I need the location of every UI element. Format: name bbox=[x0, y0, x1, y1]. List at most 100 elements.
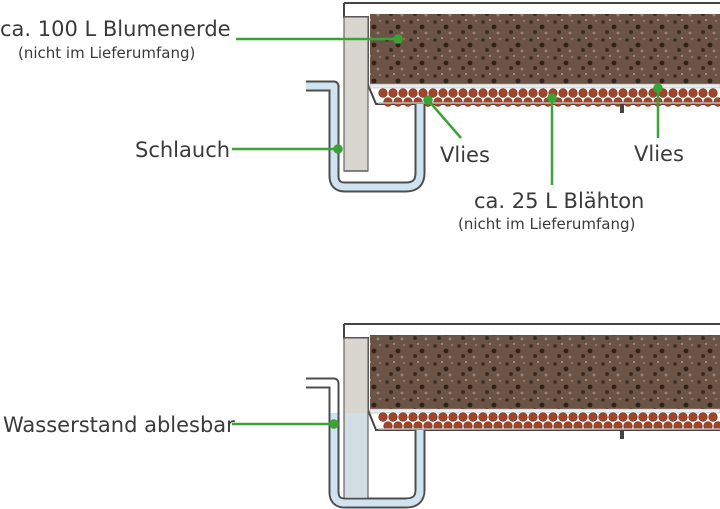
clay-note: (nicht im Lieferumfang) bbox=[458, 215, 636, 233]
clay-pebble bbox=[593, 421, 603, 431]
clay-pebble bbox=[453, 97, 463, 107]
clay-pebble bbox=[398, 88, 408, 98]
clay-pebble bbox=[488, 88, 498, 98]
clay-pebble bbox=[523, 421, 533, 431]
clay-pebble bbox=[683, 97, 693, 107]
clay-pebble bbox=[498, 412, 508, 422]
clay-pebble bbox=[488, 412, 498, 422]
clay-pebble bbox=[688, 412, 698, 422]
clay-pebble bbox=[493, 97, 503, 107]
clay-pebble bbox=[393, 421, 403, 431]
clay-pebble bbox=[448, 412, 458, 422]
drain-nub bbox=[620, 104, 624, 113]
clay-pebble bbox=[418, 88, 428, 98]
clay-pebble bbox=[378, 88, 388, 98]
clay-pebble bbox=[588, 88, 598, 98]
clay-pebble bbox=[668, 412, 678, 422]
clay-pebble bbox=[518, 88, 528, 98]
clay-pebble bbox=[493, 421, 503, 431]
clay-pebble bbox=[378, 412, 388, 422]
clay-pebble bbox=[483, 97, 493, 107]
clay-pebble bbox=[573, 97, 583, 107]
clay-pebble bbox=[563, 97, 573, 107]
clay-pebble bbox=[513, 97, 523, 107]
clay-pebble bbox=[468, 88, 478, 98]
clay-pebble bbox=[673, 421, 683, 431]
clay-pebble bbox=[693, 97, 703, 107]
clay-pebble bbox=[643, 421, 653, 431]
clay-pebble bbox=[633, 97, 643, 107]
clay-pebble bbox=[713, 421, 720, 431]
clay-pebble bbox=[713, 97, 720, 107]
clay-pebble bbox=[463, 421, 473, 431]
clay-pebble bbox=[533, 421, 543, 431]
clay-pebble bbox=[428, 88, 438, 98]
clay-pebble bbox=[483, 421, 493, 431]
fleece-layer-bottom bbox=[369, 408, 720, 414]
water-column bbox=[330, 413, 424, 507]
clay-pebble bbox=[523, 97, 533, 107]
fleece-label-right: Vlies bbox=[634, 142, 684, 166]
clay-pebble bbox=[463, 97, 473, 107]
clay-pebble bbox=[403, 97, 413, 107]
drain-nub bbox=[620, 430, 624, 439]
clay-pebble bbox=[403, 421, 413, 431]
clay-pebble bbox=[548, 412, 558, 422]
clay-pebble bbox=[473, 421, 483, 431]
clay-pebble bbox=[558, 88, 568, 98]
clay-pebble bbox=[558, 412, 568, 422]
clay-pebble bbox=[398, 412, 408, 422]
clay-pebble bbox=[578, 412, 588, 422]
clay-pebble bbox=[418, 412, 428, 422]
clay-pebble bbox=[588, 412, 598, 422]
clay-pebble bbox=[578, 88, 588, 98]
clay-pebble bbox=[653, 421, 663, 431]
clay-pebble bbox=[518, 412, 528, 422]
clay-pebble bbox=[568, 412, 578, 422]
clay-pebble bbox=[623, 97, 633, 107]
clay-pebble bbox=[553, 421, 563, 431]
clay-pebble bbox=[668, 88, 678, 98]
soil-note: (nicht im Lieferumfang) bbox=[18, 44, 196, 62]
clay-pebble bbox=[618, 412, 628, 422]
clay-pebble bbox=[598, 412, 608, 422]
clay-pebble bbox=[638, 412, 648, 422]
clay-pebble bbox=[593, 97, 603, 107]
clay-pebbles-bottom bbox=[378, 412, 720, 431]
clay-pebble bbox=[688, 88, 698, 98]
clay-pebble bbox=[538, 88, 548, 98]
clay-pebble bbox=[583, 97, 593, 107]
clay-pebble bbox=[383, 421, 393, 431]
clay-pebble bbox=[428, 412, 438, 422]
clay-pebble bbox=[468, 412, 478, 422]
clay-pebble bbox=[623, 421, 633, 431]
clay-pebbles-top bbox=[378, 88, 720, 107]
clay-pebble bbox=[628, 88, 638, 98]
clay-pebble bbox=[563, 421, 573, 431]
planter-top bbox=[306, 2, 720, 193]
clay-pebble bbox=[423, 421, 433, 431]
soil-label: ca. 100 L Blumenerde bbox=[0, 17, 231, 41]
soil-layer-top bbox=[370, 14, 720, 85]
hose-label: Schlauch bbox=[135, 138, 231, 162]
clay-pebble bbox=[388, 88, 398, 98]
clay-pebble bbox=[538, 412, 548, 422]
clay-pebble bbox=[433, 97, 443, 107]
water-level-label: Wasserstand ablesbar bbox=[3, 413, 235, 437]
clay-pebble bbox=[388, 412, 398, 422]
clay-pebble bbox=[473, 97, 483, 107]
clay-pebble bbox=[703, 421, 713, 431]
clay-pebble bbox=[603, 97, 613, 107]
clay-pebble bbox=[703, 97, 713, 107]
clay-pebble bbox=[438, 412, 448, 422]
clay-pebble bbox=[458, 412, 468, 422]
clay-pebble bbox=[453, 421, 463, 431]
clay-pebble bbox=[603, 421, 613, 431]
clay-label: ca. 25 L Blähton bbox=[474, 189, 645, 213]
fleece-layer-top bbox=[369, 83, 720, 89]
clay-pebble bbox=[478, 88, 488, 98]
clay-pebble bbox=[618, 88, 628, 98]
fleece-label-left: Vlies bbox=[440, 143, 490, 167]
clay-pebble bbox=[698, 412, 708, 422]
clay-pebble bbox=[508, 412, 518, 422]
